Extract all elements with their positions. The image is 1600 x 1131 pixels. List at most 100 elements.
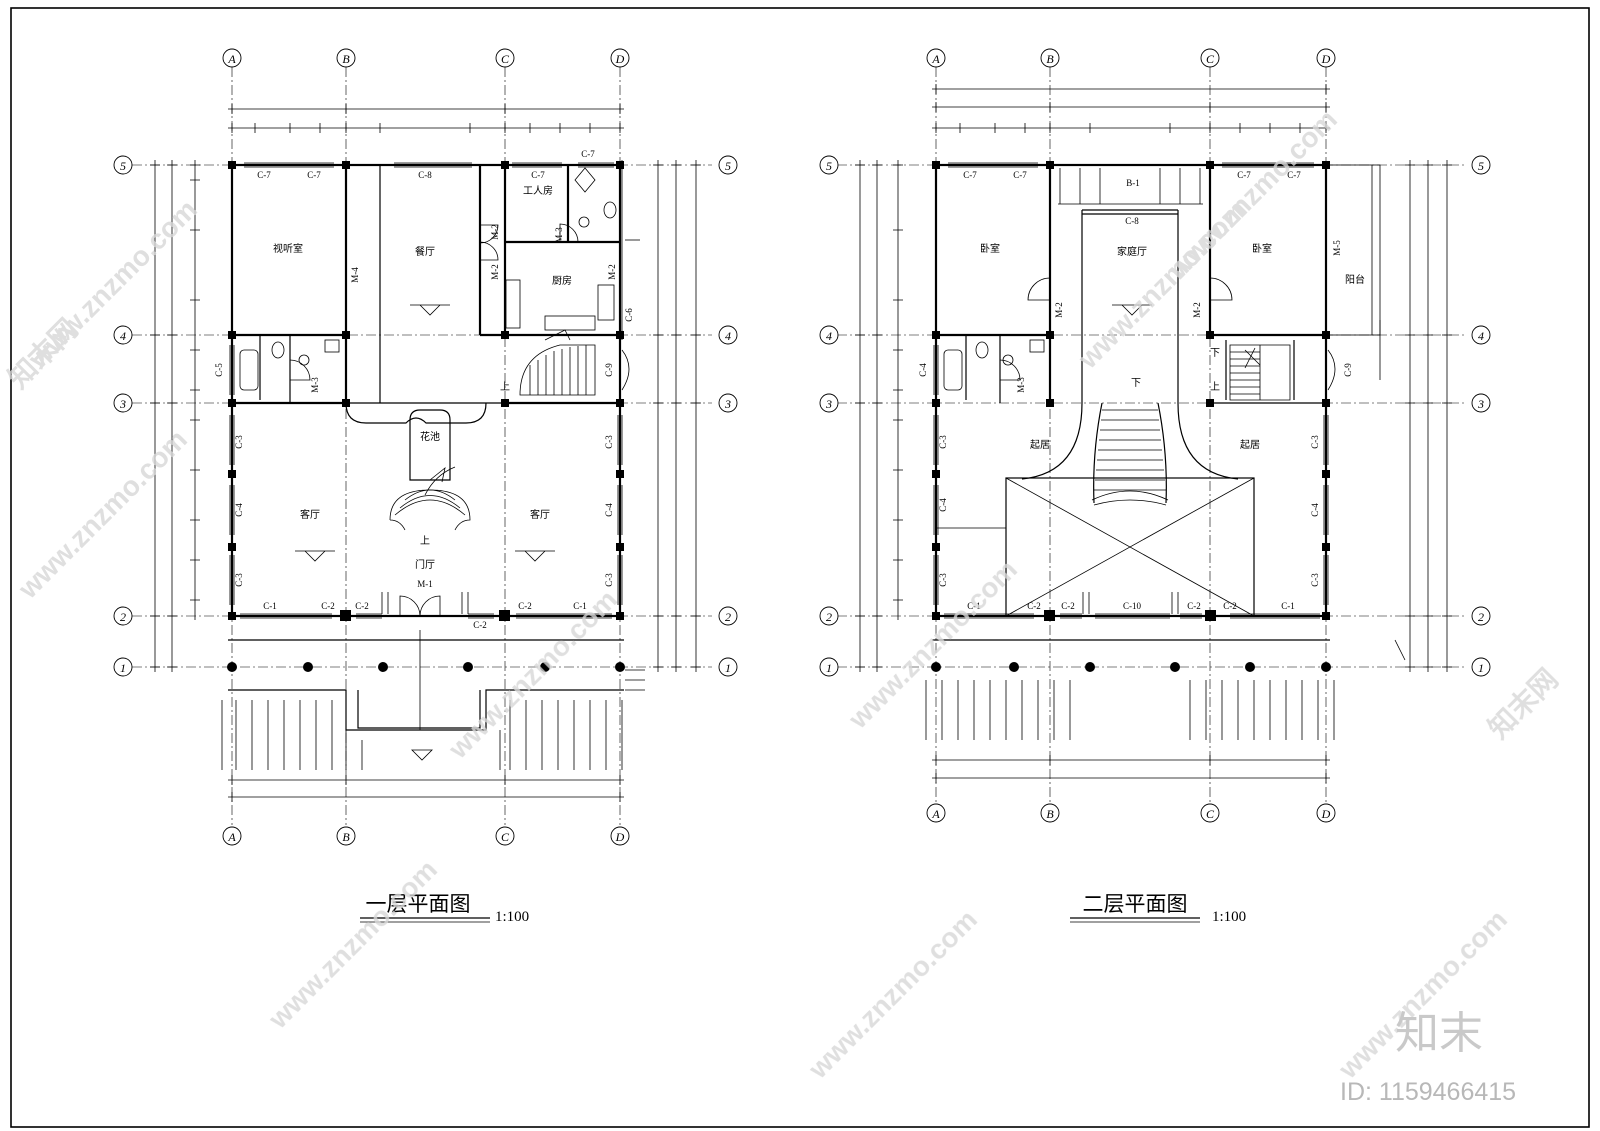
svg-text:D: D — [615, 830, 625, 844]
svg-text:C-3: C-3 — [938, 573, 948, 587]
plan2-porch — [925, 320, 1406, 740]
svg-text:C-7: C-7 — [1237, 170, 1251, 180]
axis-bubble-2-right: 2 — [1471, 606, 1491, 626]
room-label-living-right: 客厅 — [530, 508, 550, 521]
svg-text:C-2: C-2 — [473, 620, 487, 630]
axis-bubble-3-right: 3 — [1471, 393, 1491, 413]
plan1-title: 一层平面图 — [366, 892, 471, 916]
axis-bubble-a-bottom: A — [222, 826, 242, 846]
plan2-room-labels: 卧室 家庭厅 卧室 阳台 起居 起居 下 下 上 — [980, 242, 1365, 451]
room-label-bedroom-left: 卧室 — [980, 242, 1000, 255]
svg-text:C-7: C-7 — [1013, 170, 1027, 180]
svg-text:C-3: C-3 — [234, 435, 244, 449]
stair-down-label-main: 下 — [1131, 378, 1141, 389]
axis-bubble-5-right: 5 — [718, 155, 738, 175]
plan1-porch — [221, 630, 645, 770]
watermark-text: www.znzmo.com — [442, 584, 623, 765]
svg-text:C-7: C-7 — [581, 149, 595, 159]
svg-text:3: 3 — [119, 397, 126, 411]
plan1-level-marks — [295, 304, 555, 562]
axis-bubble-2-left: 2 — [819, 606, 839, 626]
axis-bubble-2-left: 2 — [113, 606, 133, 626]
axis-bubble-1-right: 1 — [1471, 657, 1491, 677]
svg-text:2: 2 — [120, 610, 126, 624]
svg-text:C: C — [1206, 52, 1215, 66]
svg-text:C-1: C-1 — [573, 601, 587, 611]
svg-text:C-4: C-4 — [918, 363, 928, 377]
room-label-flower-pool: 花池 — [420, 430, 440, 443]
room-label-sitting-right: 起居 — [1240, 439, 1260, 451]
svg-text:C: C — [1206, 807, 1215, 821]
svg-text:C-2: C-2 — [518, 601, 532, 611]
svg-text:B: B — [342, 830, 350, 844]
axis-bubble-3-right: 3 — [718, 393, 738, 413]
plan2-axis-bubbles: A B C D A B C D 5 4 3 2 1 5 4 3 2 1 — [819, 48, 1491, 823]
svg-text:C-5: C-5 — [214, 363, 224, 377]
axis-bubble-1-left: 1 — [819, 657, 839, 677]
svg-text:C-8: C-8 — [418, 170, 432, 180]
svg-text:M-2: M-2 — [490, 264, 500, 280]
svg-text:2: 2 — [826, 610, 832, 624]
svg-text:C-7: C-7 — [1287, 170, 1301, 180]
plan2-stairs — [1021, 344, 1291, 506]
svg-text:C-4: C-4 — [234, 503, 244, 517]
svg-text:A: A — [931, 807, 940, 821]
stair-up-label-rear: 上 — [500, 381, 510, 393]
svg-text:5: 5 — [826, 159, 832, 173]
svg-text:C-10: C-10 — [1123, 601, 1142, 611]
watermark-layer: www.znzmo.com www.znzmo.com www.znzmo.co… — [2, 104, 1564, 1085]
svg-text:C: C — [501, 52, 510, 66]
axis-bubble-4-right: 4 — [718, 325, 738, 345]
room-label-balcony: 阳台 — [1345, 273, 1365, 286]
plan1-title-block: 一层平面图 1:100 — [360, 892, 529, 925]
brand-mark: 知末 ID: 1159466415 — [1340, 1008, 1516, 1106]
axis-bubble-b-bottom: B — [1040, 803, 1060, 823]
axis-bubble-1-left: 1 — [113, 657, 133, 677]
first-floor-plan: A B C D A B C D 5 4 3 2 1 5 4 3 2 1 — [113, 48, 738, 925]
svg-text:2: 2 — [1478, 610, 1484, 624]
svg-text:C-7: C-7 — [307, 170, 321, 180]
plan1-stair-rear — [519, 329, 596, 396]
plan2-axis-lines — [837, 67, 1465, 805]
axis-bubble-b-top: B — [336, 48, 356, 68]
svg-text:5: 5 — [120, 159, 126, 173]
svg-text:C-9: C-9 — [1343, 363, 1353, 377]
svg-text:4: 4 — [120, 329, 126, 343]
svg-text:M-3: M-3 — [310, 377, 320, 393]
svg-text:C-4: C-4 — [1310, 503, 1320, 517]
svg-text:B: B — [1046, 807, 1054, 821]
plan2-void-opening — [1005, 477, 1255, 617]
svg-text:C-3: C-3 — [604, 435, 614, 449]
svg-text:C-7: C-7 — [963, 170, 977, 180]
svg-text:C-2: C-2 — [1187, 601, 1201, 611]
plan2-windows — [933, 162, 1336, 619]
image-id: ID: 1159466415 — [1340, 1078, 1516, 1106]
plan1-axis-lines — [132, 67, 712, 825]
svg-text:M-1: M-1 — [417, 579, 433, 589]
svg-text:4: 4 — [826, 329, 832, 343]
svg-text:C-3: C-3 — [1310, 573, 1320, 587]
axis-bubble-3-left: 3 — [819, 393, 839, 413]
plan1-windows — [229, 162, 630, 619]
axis-bubble-b-bottom: B — [336, 826, 356, 846]
svg-text:2: 2 — [725, 610, 731, 624]
svg-text:C-1: C-1 — [263, 601, 277, 611]
room-label-worker: 工人房 — [523, 184, 553, 197]
watermark-text: www.znzmo.com — [802, 904, 983, 1085]
axis-bubble-4-left: 4 — [819, 325, 839, 345]
second-floor-plan: A B C D A B C D 5 4 3 2 1 5 4 3 2 1 — [819, 48, 1491, 925]
svg-text:3: 3 — [1477, 397, 1484, 411]
svg-text:C-3: C-3 — [234, 573, 244, 587]
svg-text:3: 3 — [825, 397, 832, 411]
svg-text:D: D — [1321, 807, 1331, 821]
svg-text:5: 5 — [725, 159, 731, 173]
svg-text:C-2: C-2 — [355, 601, 369, 611]
axis-bubble-c-bottom: C — [495, 826, 515, 846]
plan1-room-labels: 视听室 餐厅 工人房 厨房 客厅 客厅 花池 门厅 上 上 — [273, 184, 572, 571]
svg-text:1: 1 — [120, 661, 126, 675]
svg-text:M-2: M-2 — [490, 224, 500, 240]
svg-text:C-7: C-7 — [257, 170, 271, 180]
axis-bubble-d-bottom: D — [610, 826, 630, 846]
svg-text:B: B — [342, 52, 350, 66]
axis-bubble-4-right: 4 — [1471, 325, 1491, 345]
